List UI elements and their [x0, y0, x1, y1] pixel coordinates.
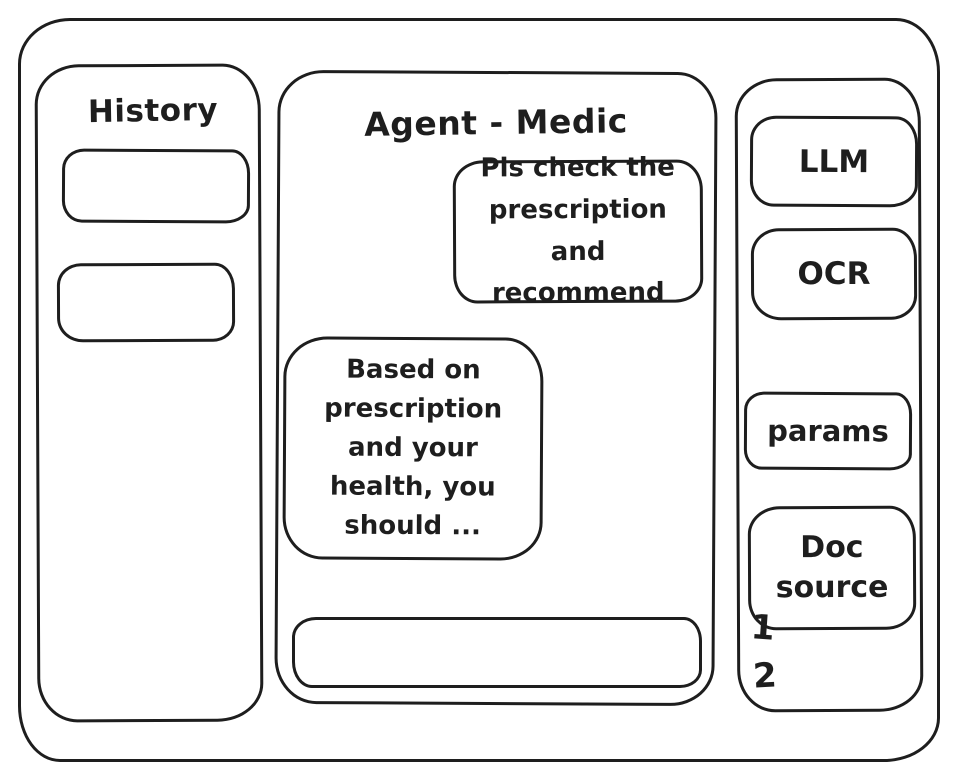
user-message-bubble: Pls check the prescription and recommend — [452, 153, 704, 308]
history-panel-title: History — [87, 91, 219, 131]
chat-input[interactable] — [292, 617, 702, 688]
ocr-button[interactable]: OCR — [750, 227, 918, 321]
chat-panel-title: Agent - Medic — [363, 100, 629, 144]
doc-source-number-1: 1 — [749, 607, 777, 649]
history-item[interactable] — [61, 148, 251, 224]
params-button[interactable]: params — [743, 391, 913, 471]
assistant-message-bubble: Based on prescription and your health, y… — [282, 336, 544, 561]
doc-source-number-2: 2 — [751, 655, 778, 697]
llm-button[interactable]: LLM — [749, 115, 919, 208]
history-item[interactable] — [56, 262, 236, 343]
